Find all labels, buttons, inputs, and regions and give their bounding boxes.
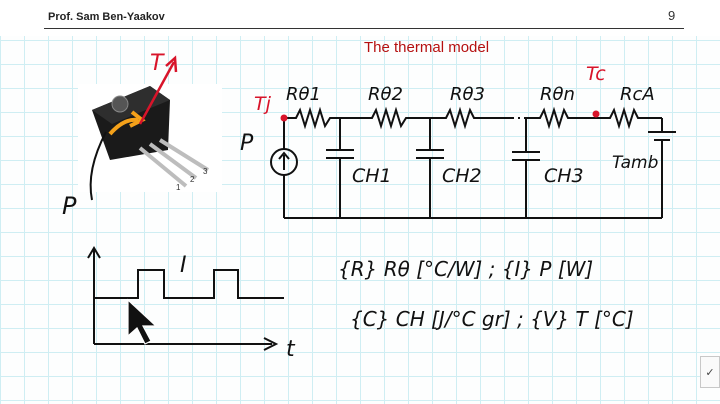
r-theta-n-label: Rθn	[540, 84, 575, 105]
tc-node	[592, 110, 600, 118]
ch-3-label: CH3	[544, 165, 584, 187]
r-theta-1-label: Rθ1	[286, 84, 321, 105]
photo-tj-label: T	[150, 51, 165, 76]
thermal-circuit	[270, 106, 676, 219]
check-icon: ✓	[705, 366, 715, 379]
circuit-p-label: P	[240, 131, 254, 156]
power-curve	[89, 131, 107, 201]
slide-title: The thermal model	[364, 39, 490, 56]
photo-p-label: P	[62, 192, 77, 220]
junction-arrow: T	[138, 51, 178, 125]
ch-1-label: CH1	[352, 165, 392, 187]
author-name: Prof. Sam Ben-Yaakov	[48, 11, 165, 23]
transistor-photo: 1 2 3	[78, 84, 222, 192]
r-ca-label: RcA	[620, 84, 655, 105]
tj-node	[280, 114, 288, 122]
pin-2-label: 2	[190, 175, 195, 184]
analogy-line-1: {R} Rθ [°C/W] ; {I} P [W]	[338, 257, 593, 281]
page-number: 9	[668, 8, 676, 23]
mouse-pointer-icon	[127, 298, 158, 345]
circuit-tc-label: Tc	[586, 63, 606, 85]
ch-2-label: CH2	[442, 165, 482, 187]
current-label: I	[180, 253, 187, 278]
circuit-tj-label: Tj	[254, 93, 272, 115]
r-theta-3-label: Rθ3	[450, 84, 485, 105]
header-divider	[44, 28, 684, 29]
time-label: t	[286, 337, 296, 362]
pulse-sketch	[87, 246, 284, 351]
analogy-line-2: {C} CH [J/°C gr] ; {V} T [°C]	[350, 307, 634, 331]
next-slide-button[interactable]: ✓	[700, 356, 720, 388]
r-theta-2-label: Rθ2	[368, 84, 403, 105]
tamb-label: Tamb	[612, 153, 658, 173]
pin-1-label: 1	[176, 183, 181, 192]
slide-header	[0, 0, 720, 36]
pin-3-label: 3	[203, 167, 208, 176]
